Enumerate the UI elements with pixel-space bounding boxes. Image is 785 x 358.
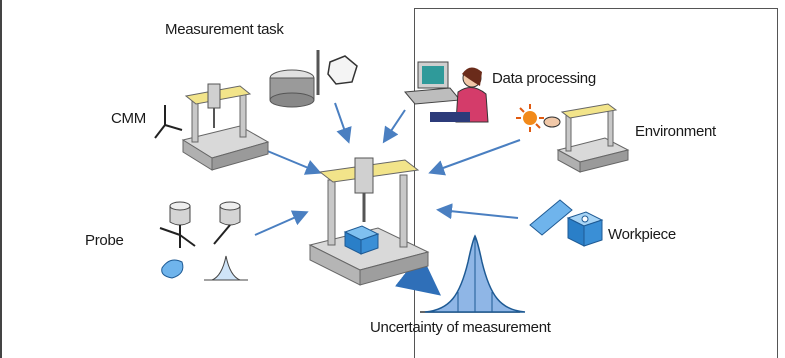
arrow-from-workpiece [436,203,519,220]
arrow-from-probe [254,210,309,236]
label-data-processing: Data processing [492,70,596,87]
label-cmm: CMM [111,110,146,127]
cmm-illustration [154,83,270,171]
central-cmm-illustration [308,157,430,286]
influence-arrows [254,102,521,236]
label-environment: Environment [635,123,716,140]
label-probe: Probe [85,232,124,249]
left-border-line [0,0,2,358]
uncertainty-curve-illustration [420,234,526,313]
environment-illustration [516,103,630,173]
label-uncertainty: Uncertainty of measurement [370,319,551,336]
label-workpiece: Workpiece [608,226,676,243]
measurement-task-illustration [269,50,358,108]
arrow-from-environment [428,139,521,176]
figure-frame [414,8,778,358]
arrow-from-cmm [264,149,322,175]
arrow-from-measurement-task [334,102,352,144]
workpiece-illustration [529,199,604,247]
data-processing-illustration [404,61,489,123]
arrow-from-data-processing [382,109,406,144]
label-measurement-task: Measurement task [165,21,284,38]
probe-illustration [159,201,248,281]
